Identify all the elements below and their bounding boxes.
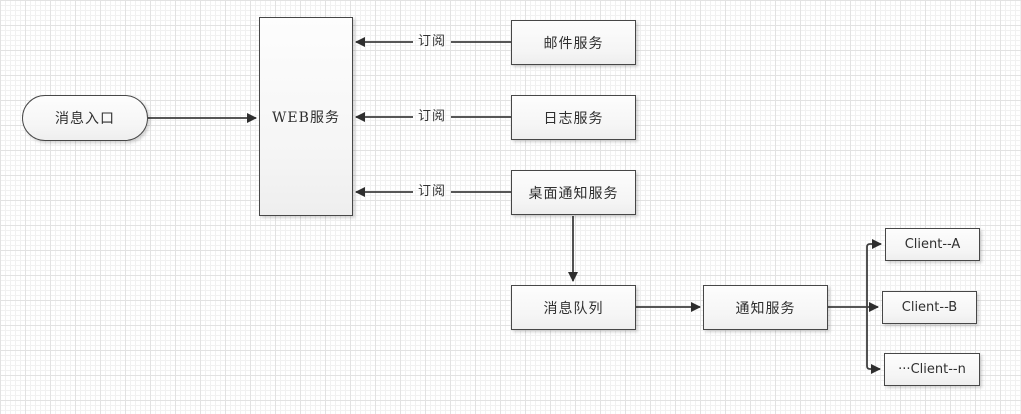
node-client-n[interactable]: ···Client--n: [884, 353, 980, 386]
node-notification-service[interactable]: 通知服务: [703, 285, 828, 330]
node-log-service[interactable]: 日志服务: [511, 95, 636, 140]
edge-notify-to-client-a: [866, 239, 882, 307]
node-message-queue-label: 消息队列: [543, 300, 604, 317]
node-desktop-notification-service-label: 桌面通知服务: [528, 185, 619, 202]
node-log-service-label: 日志服务: [543, 110, 604, 127]
node-web-service-label: WEB服务: [272, 109, 340, 126]
node-message-queue[interactable]: 消息队列: [511, 285, 636, 330]
node-desktop-notification-service[interactable]: 桌面通知服务: [511, 170, 636, 215]
node-web-service[interactable]: WEB服务: [259, 17, 353, 216]
node-client-b[interactable]: Client--B: [882, 291, 977, 324]
node-message-entry-label: 消息入口: [55, 111, 115, 127]
node-client-a[interactable]: Client--A: [885, 228, 980, 261]
node-client-b-label: Client--B: [901, 300, 958, 315]
node-mail-service[interactable]: 邮件服务: [511, 20, 636, 65]
node-message-entry[interactable]: 消息入口: [22, 95, 148, 141]
node-notification-service-label: 通知服务: [735, 300, 796, 317]
node-mail-service-label: 邮件服务: [543, 35, 604, 52]
node-client-n-label: ···Client--n: [898, 362, 966, 377]
node-client-a-label: Client--A: [904, 237, 961, 252]
edge-label-subscribe-desktop: 订阅: [417, 184, 446, 199]
edge-label-subscribe-mail: 订阅: [417, 34, 446, 49]
edge-label-subscribe-log: 订阅: [417, 109, 446, 124]
edge-notify-to-client-n: [866, 307, 881, 374]
